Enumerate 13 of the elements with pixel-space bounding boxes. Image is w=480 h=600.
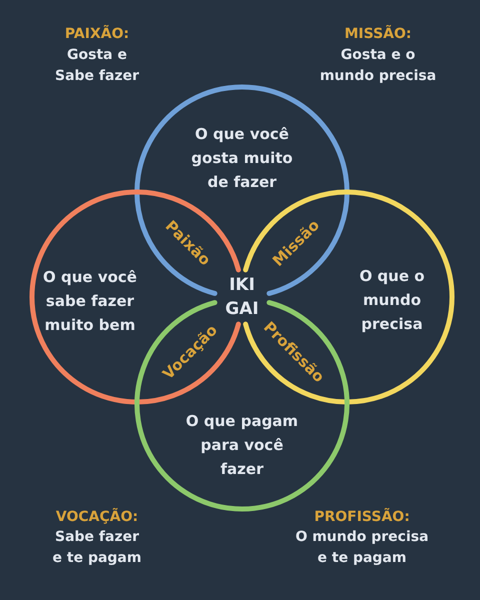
center-title: IKI GAI — [224, 274, 260, 321]
circle-text: O que pagam para você fazer — [184, 411, 300, 480]
category-heading: VOCAÇÃO: — [56, 507, 138, 527]
category-description: Gosta e Sabe fazer — [54, 46, 140, 86]
circle-text: O que você gosta muito de fazer — [190, 124, 294, 193]
category-description: Gosta e o mundo precisa — [318, 46, 438, 86]
category-description: Sabe fazer e te pagam — [52, 528, 142, 568]
circle-text: O que o mundo precisa — [358, 266, 426, 335]
category-heading: PROFISSÃO: — [314, 507, 410, 527]
category-heading: MISSÃO: — [344, 24, 412, 44]
circle-text: O que você sabe fazer muito bem — [42, 267, 138, 336]
category-heading: PAIXÃO: — [64, 24, 130, 44]
category-description: O mundo precisa e te pagam — [294, 528, 430, 568]
